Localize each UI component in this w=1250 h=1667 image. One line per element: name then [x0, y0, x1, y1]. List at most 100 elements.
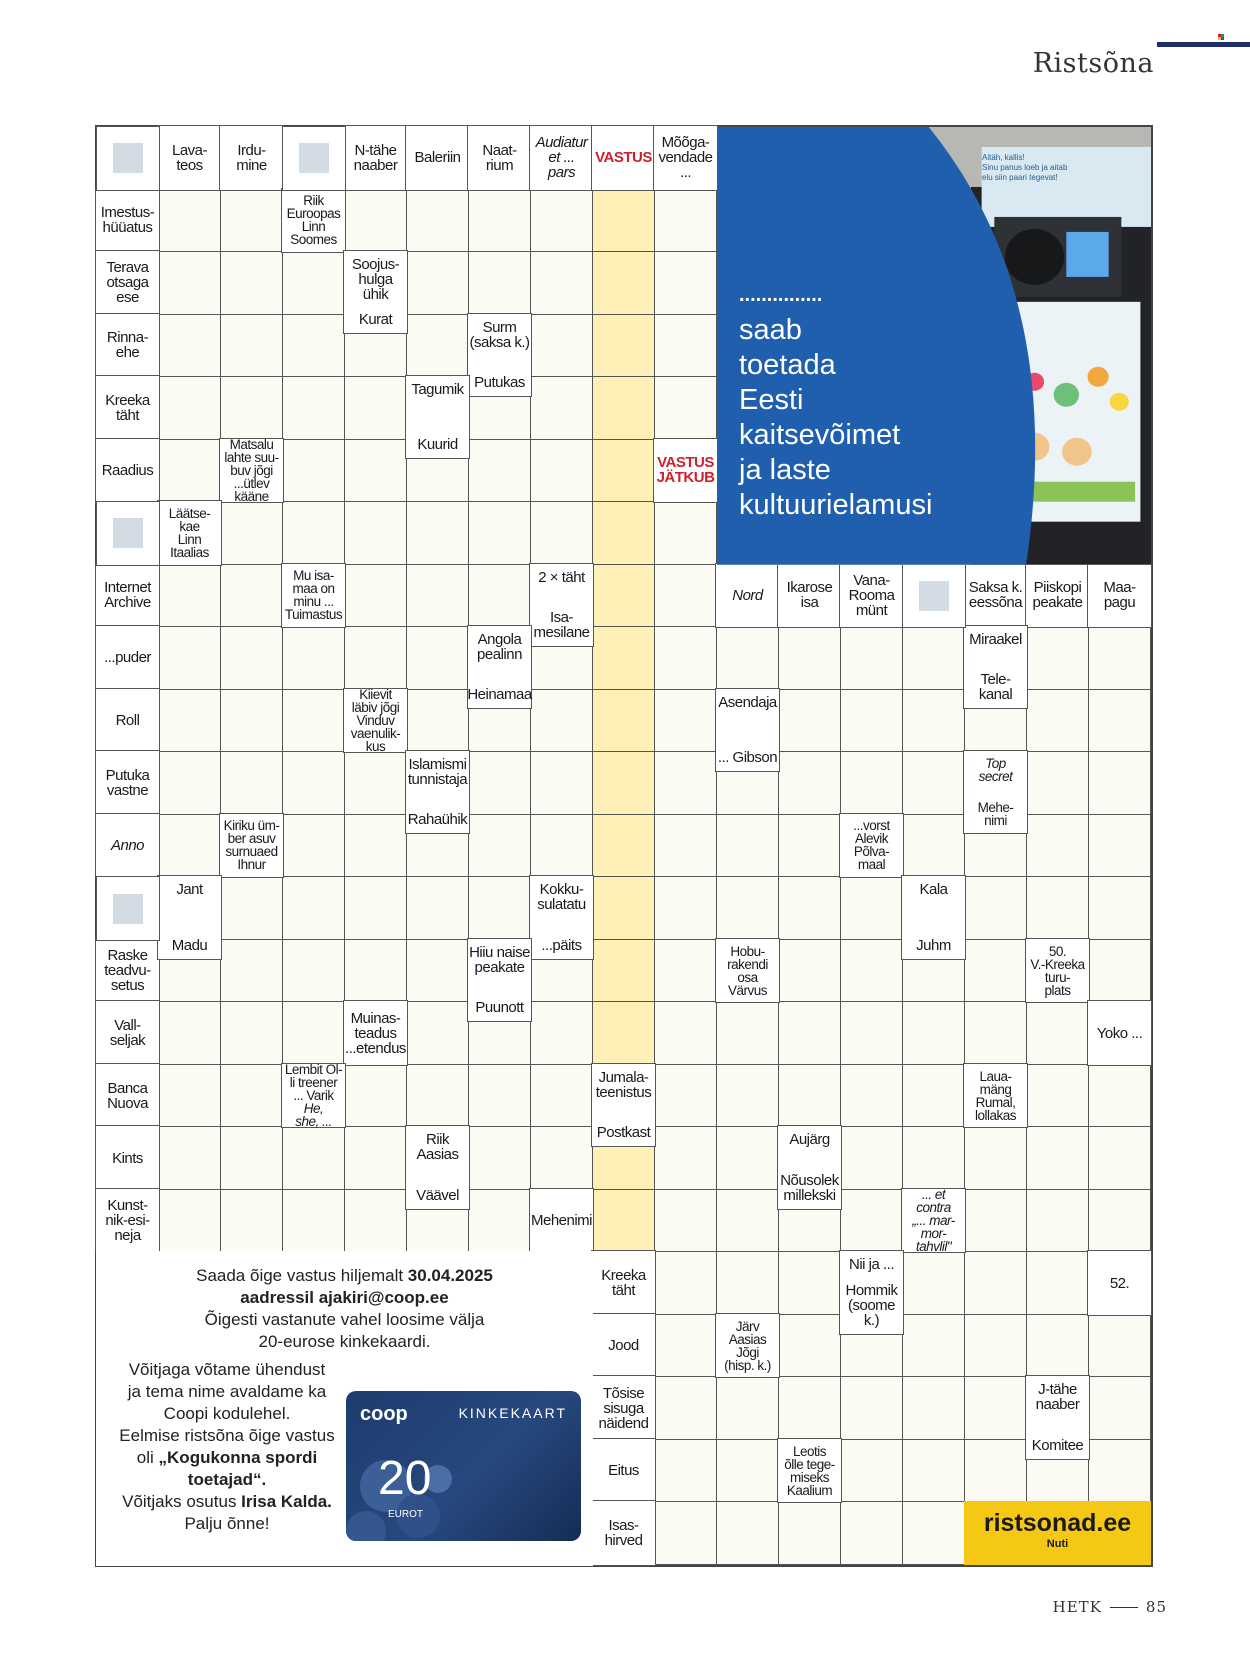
answer-cell[interactable]: [283, 502, 345, 565]
answer-cell[interactable]: [283, 314, 345, 378]
answer-cell[interactable]: [1089, 877, 1151, 940]
answer-cell[interactable]: [593, 439, 655, 503]
answer-cell[interactable]: [841, 1127, 903, 1190]
answer-cell[interactable]: [221, 689, 283, 753]
answer-cell[interactable]: [655, 314, 717, 378]
answer-cell[interactable]: [655, 377, 717, 440]
answer-cell[interactable]: [159, 1064, 221, 1128]
answer-cell[interactable]: [159, 439, 221, 503]
answer-cell[interactable]: [655, 689, 717, 753]
answer-cell[interactable]: [779, 1314, 841, 1378]
answer-cell[interactable]: [903, 752, 965, 815]
answer-cell[interactable]: [345, 439, 407, 503]
answer-cell[interactable]: [1089, 752, 1151, 815]
answer-cell[interactable]: [717, 1064, 779, 1128]
answer-cell[interactable]: [159, 814, 221, 878]
answer-cell[interactable]: [221, 627, 283, 690]
answer-cell[interactable]: [283, 877, 345, 940]
answer-cell[interactable]: [593, 252, 655, 315]
answer-cell[interactable]: [717, 752, 779, 815]
answer-cell[interactable]: [903, 939, 965, 1003]
answer-cell[interactable]: [779, 752, 841, 815]
answer-cell[interactable]: [1027, 689, 1089, 753]
answer-cell[interactable]: [717, 1502, 779, 1565]
answer-cell[interactable]: [1089, 627, 1151, 690]
answer-cell[interactable]: [407, 564, 469, 628]
answer-cell[interactable]: [345, 502, 407, 565]
answer-cell[interactable]: [1027, 1252, 1089, 1315]
answer-cell[interactable]: [531, 439, 593, 503]
answer-cell[interactable]: [407, 252, 469, 315]
answer-cell[interactable]: [779, 689, 841, 753]
answer-cell[interactable]: [469, 1127, 531, 1190]
answer-cell[interactable]: [1089, 1189, 1151, 1253]
answer-cell[interactable]: [655, 252, 717, 315]
answer-cell[interactable]: [159, 314, 221, 378]
answer-cell[interactable]: [531, 252, 593, 315]
answer-cell[interactable]: [159, 377, 221, 440]
answer-cell[interactable]: [531, 1127, 593, 1190]
answer-cell[interactable]: [1027, 1314, 1089, 1378]
answer-cell[interactable]: [965, 1439, 1027, 1503]
answer-cell[interactable]: [345, 377, 407, 440]
answer-cell[interactable]: [903, 1439, 965, 1503]
answer-cell[interactable]: [221, 1002, 283, 1065]
answer-cell[interactable]: [593, 564, 655, 628]
answer-cell[interactable]: [283, 377, 345, 440]
answer-cell[interactable]: [903, 1064, 965, 1128]
answer-cell[interactable]: [221, 314, 283, 378]
answer-cell[interactable]: [655, 1502, 717, 1565]
answer-cell[interactable]: [531, 377, 593, 440]
answer-cell[interactable]: [407, 627, 469, 690]
answer-cell[interactable]: [1089, 1064, 1151, 1128]
answer-cell[interactable]: [1027, 877, 1089, 940]
answer-cell[interactable]: [283, 939, 345, 1003]
answer-cell[interactable]: [655, 564, 717, 628]
answer-cell[interactable]: [469, 1189, 531, 1253]
answer-cell[interactable]: [221, 939, 283, 1003]
answer-cell[interactable]: [655, 502, 717, 565]
answer-cell[interactable]: [965, 1002, 1027, 1065]
answer-cell[interactable]: [1089, 1377, 1151, 1440]
answer-cell[interactable]: [779, 939, 841, 1003]
answer-cell[interactable]: [1027, 814, 1089, 878]
answer-cell[interactable]: [221, 1064, 283, 1128]
answer-cell[interactable]: [841, 1502, 903, 1565]
answer-cell[interactable]: [593, 877, 655, 940]
answer-cell[interactable]: [841, 627, 903, 690]
answer-cell[interactable]: [655, 1314, 717, 1378]
answer-cell[interactable]: [221, 877, 283, 940]
answer-cell[interactable]: [283, 752, 345, 815]
answer-cell[interactable]: [531, 814, 593, 878]
answer-cell[interactable]: [159, 252, 221, 315]
answer-cell[interactable]: [221, 564, 283, 628]
answer-cell[interactable]: [283, 689, 345, 753]
answer-cell[interactable]: [717, 1252, 779, 1315]
answer-cell[interactable]: [655, 1064, 717, 1128]
answer-cell[interactable]: [903, 1127, 965, 1190]
answer-cell[interactable]: [779, 1189, 841, 1253]
answer-cell[interactable]: [159, 939, 221, 1003]
answer-cell[interactable]: [407, 314, 469, 378]
answer-cell[interactable]: [283, 439, 345, 503]
answer-cell[interactable]: [345, 314, 407, 378]
answer-cell[interactable]: [655, 939, 717, 1003]
answer-cell[interactable]: [655, 752, 717, 815]
answer-cell[interactable]: [841, 752, 903, 815]
answer-cell[interactable]: [717, 877, 779, 940]
answer-cell[interactable]: [531, 1002, 593, 1065]
answer-cell[interactable]: [593, 1189, 655, 1253]
answer-cell[interactable]: [779, 1377, 841, 1440]
answer-cell[interactable]: [407, 814, 469, 878]
answer-cell[interactable]: [1027, 1189, 1089, 1253]
answer-cell[interactable]: [903, 814, 965, 878]
answer-cell[interactable]: [903, 1002, 965, 1065]
answer-cell[interactable]: [655, 1002, 717, 1065]
answer-cell[interactable]: [841, 1064, 903, 1128]
answer-cell[interactable]: [345, 564, 407, 628]
answer-cell[interactable]: [655, 877, 717, 940]
answer-cell[interactable]: [717, 1189, 779, 1253]
answer-cell[interactable]: [593, 627, 655, 690]
answer-cell[interactable]: [841, 1314, 903, 1378]
